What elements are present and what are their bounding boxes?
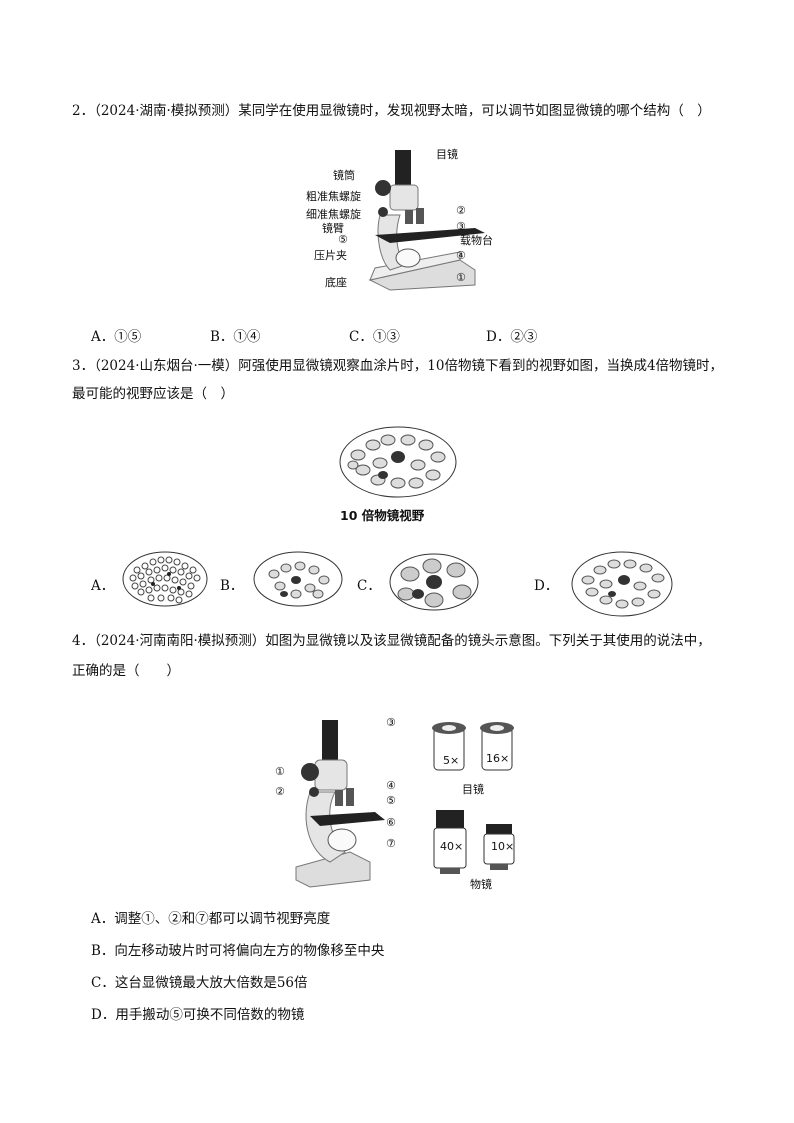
objective-40x: 40× bbox=[440, 840, 464, 853]
fig2-label-5: ⑤ bbox=[386, 794, 396, 807]
question-4-line1: 4．（2024·河南南阳·模拟预测）如图为显微镜以及该显微镜配备的镜头示意图。下… bbox=[72, 633, 711, 649]
objective-10x: 10× bbox=[491, 840, 515, 853]
label-clip: 压片夹 bbox=[314, 249, 347, 262]
label-coarse-focus: 粗准焦螺旋 bbox=[306, 190, 361, 203]
label-5: ⑤ bbox=[338, 233, 348, 246]
label-tube: 镜筒 bbox=[333, 169, 355, 182]
label-2: ② bbox=[456, 204, 466, 217]
fig2-label-4: ④ bbox=[386, 779, 396, 792]
fig2-label-3: ③ bbox=[386, 716, 396, 729]
label-1: ① bbox=[456, 271, 466, 284]
objective-lenses bbox=[433, 810, 515, 874]
eyepiece-16x: 16× bbox=[486, 752, 510, 765]
caption-10x-field: 10 倍物镜视野 bbox=[340, 508, 425, 523]
q4-option-b[interactable]: B．向左移动玻片时可将偏向左方的物像移至中央 bbox=[91, 943, 385, 959]
fig2-label-1: ① bbox=[275, 765, 285, 778]
caption-objective: 物镜 bbox=[470, 878, 492, 891]
q2-option-d[interactable]: D．②③ bbox=[486, 329, 538, 345]
q3-option-d[interactable]: D． bbox=[534, 578, 559, 594]
caption-eyepiece: 目镜 bbox=[462, 783, 484, 796]
q2-option-b[interactable]: B．①④ bbox=[210, 329, 261, 345]
fig2-label-7: ⑦ bbox=[386, 837, 396, 850]
label-eyepiece: 目镜 bbox=[436, 148, 458, 161]
option-d-field[interactable] bbox=[570, 550, 674, 618]
question-3-line1: 3．（2024·山东烟台·一模）阿强使用显微镜观察血涂片时，10倍物镜下看到的视… bbox=[72, 358, 724, 374]
q2-option-a[interactable]: A．①⑤ bbox=[91, 329, 142, 345]
label-stage: 载物台 bbox=[460, 234, 493, 247]
option-b-field[interactable] bbox=[252, 550, 344, 608]
label-3: ③ bbox=[456, 220, 466, 233]
q4-option-a[interactable]: A．调整①、②和⑦都可以调节视野亮度 bbox=[91, 911, 331, 927]
option-c-field[interactable] bbox=[388, 552, 480, 612]
eyepiece-lenses bbox=[432, 722, 514, 771]
blood-smear-10x bbox=[339, 426, 457, 498]
q2-option-c[interactable]: C．①③ bbox=[349, 329, 400, 345]
q3-option-c[interactable]: C． bbox=[357, 578, 381, 594]
fig2-label-2: ② bbox=[275, 785, 285, 798]
fig2-label-6: ⑥ bbox=[386, 816, 396, 829]
q4-option-c[interactable]: C．这台显微镜最大放大倍数是56倍 bbox=[91, 975, 308, 991]
microscope-figure-2 bbox=[295, 720, 385, 888]
q3-option-b[interactable]: B． bbox=[220, 578, 244, 594]
microscope-figure-1 bbox=[368, 150, 485, 291]
label-arm: 镜臂 bbox=[322, 222, 344, 235]
question-2-text: 2．（2024·湖南·模拟预测）某同学在使用显微镜时，发现视野太暗，可以调节如图… bbox=[72, 103, 711, 119]
eyepiece-5x: 5× bbox=[443, 754, 460, 767]
q4-option-d[interactable]: D．用手搬动⑤可换不同倍数的物镜 bbox=[91, 1007, 305, 1023]
option-a-field[interactable] bbox=[121, 550, 209, 608]
label-4: ④ bbox=[456, 249, 466, 262]
q3-option-a[interactable]: A． bbox=[91, 578, 115, 594]
label-base: 底座 bbox=[325, 276, 347, 289]
label-fine-focus: 细准焦螺旋 bbox=[306, 208, 361, 221]
question-4-line2: 正确的是（ ） bbox=[72, 663, 180, 679]
question-3-line2: 最可能的视野应该是（ ） bbox=[72, 386, 234, 402]
